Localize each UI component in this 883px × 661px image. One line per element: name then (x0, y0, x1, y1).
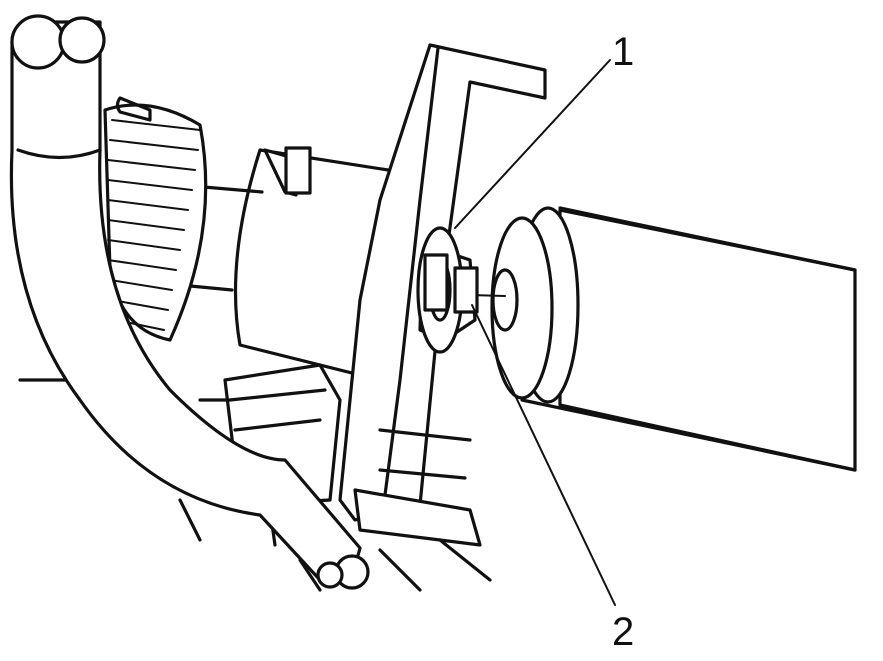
mounting-bracket (338, 43, 547, 547)
callout-label-2: 2 (612, 610, 635, 654)
hose (9, 14, 370, 590)
gear-ring (103, 96, 208, 342)
callout-label-1: 1 (612, 30, 635, 74)
shaft-cylinder (469, 206, 857, 472)
leader-line-1 (454, 59, 611, 229)
leader-line-2 (471, 304, 616, 606)
